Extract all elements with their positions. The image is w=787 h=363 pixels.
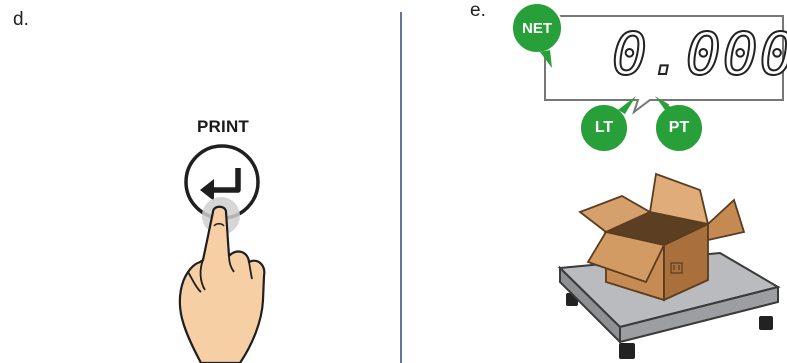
lt-indicator-label: LT — [580, 119, 628, 137]
pt-indicator-label: PT — [655, 119, 703, 137]
weight-readout: 0.000 — [612, 24, 772, 84]
net-indicator-label: NET — [512, 20, 562, 37]
hand-icon — [180, 207, 264, 363]
print-button-label: PRINT — [188, 117, 258, 137]
